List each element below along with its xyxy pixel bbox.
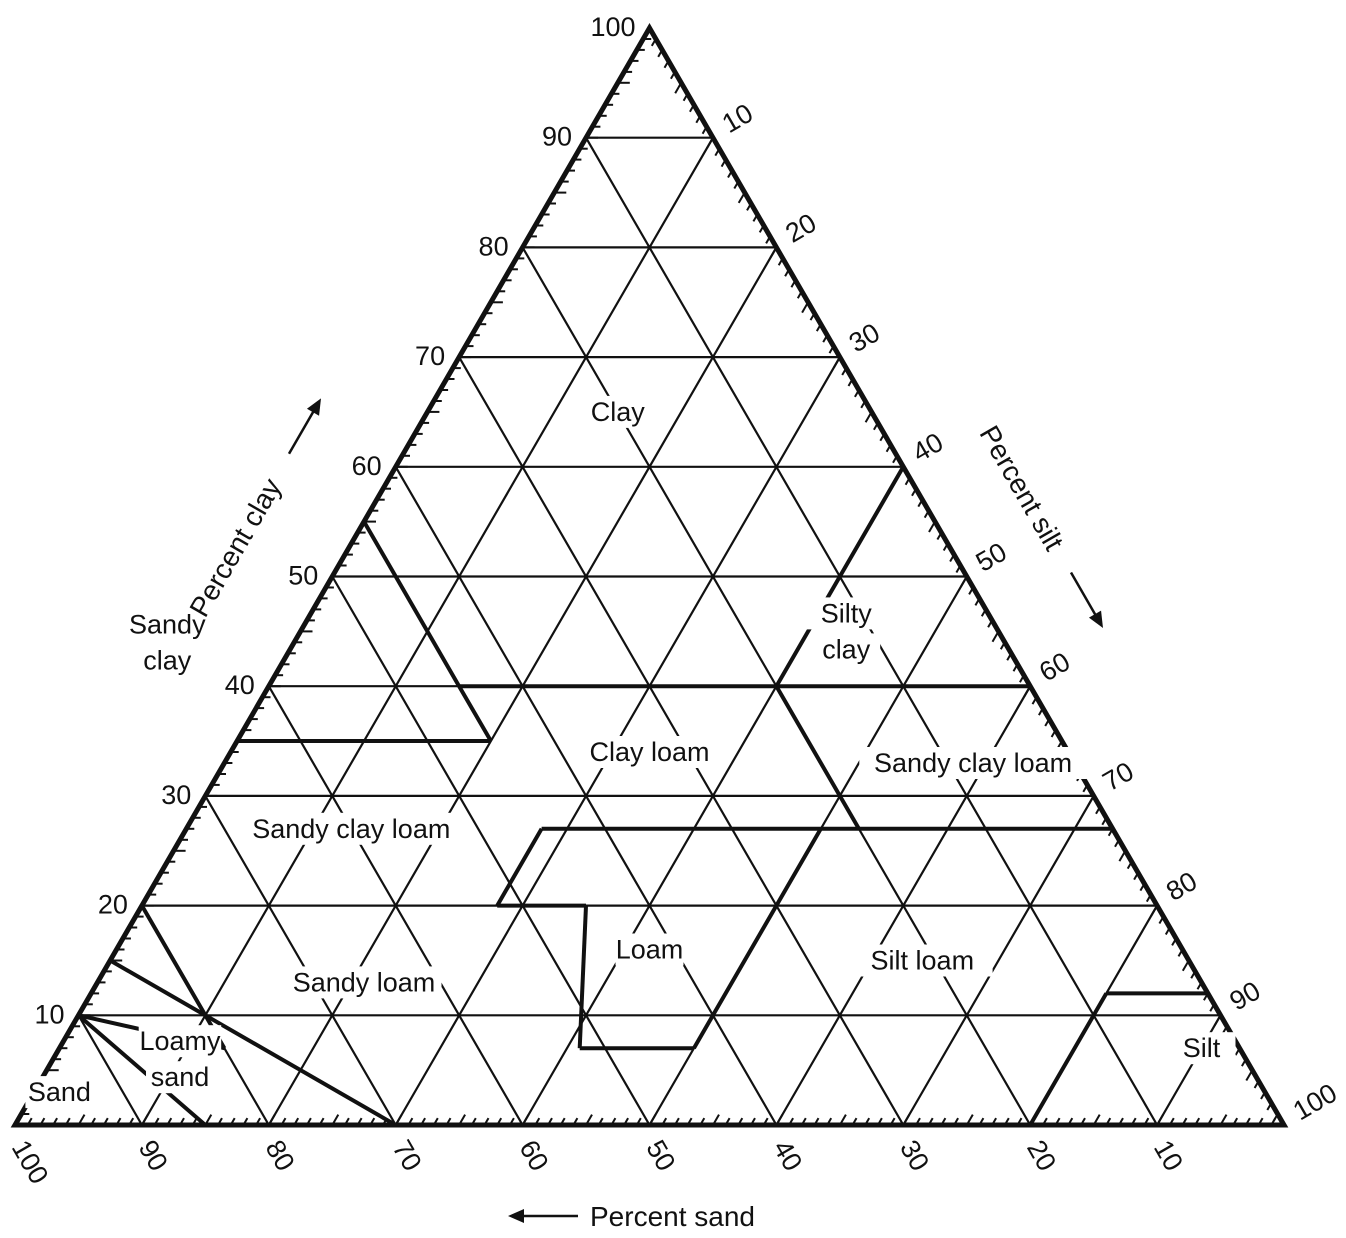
region-label-silt-loam: Silt loam — [871, 946, 975, 976]
clay-axis-title-text: Percent clay — [183, 473, 287, 622]
region-label-bg — [615, 933, 684, 966]
region-label-bg — [859, 747, 1087, 779]
sand-tick-label: 40 — [767, 1135, 808, 1176]
silt-axis-title: Percent silt — [974, 420, 1103, 628]
clay-tick-label: 50 — [288, 561, 318, 591]
class-boundary — [692, 827, 823, 1050]
clay-tick-label: 20 — [98, 890, 128, 920]
region-label-bg — [146, 1061, 214, 1094]
class-boundary — [109, 958, 397, 1127]
sand-tick-label: 50 — [640, 1135, 681, 1176]
region-label-bg — [25, 1076, 94, 1109]
grid-line — [902, 795, 1095, 1126]
grid-line — [585, 137, 1159, 1126]
silt-tick-label: 60 — [1034, 646, 1075, 687]
silt-tick-label: 80 — [1161, 866, 1202, 907]
silt-tick-label: 20 — [780, 208, 821, 249]
clay-tick-label: 60 — [352, 451, 382, 481]
silt-tick-label: 70 — [1098, 756, 1139, 797]
region-label-loamy-sand: sand — [151, 1062, 210, 1092]
region-label-bg — [583, 395, 652, 428]
class-boundary — [774, 685, 861, 830]
region-label-bg — [579, 736, 720, 768]
silt-tick-label: 90 — [1225, 975, 1266, 1016]
sand-tick-label: 60 — [513, 1135, 554, 1176]
region-label-bg — [812, 633, 881, 666]
sand-tick-label: 20 — [1021, 1135, 1062, 1176]
clay-tick-label: 30 — [161, 780, 191, 810]
sand-tick-label: 10 — [1148, 1135, 1189, 1176]
silt-axis-title-text: Percent silt — [974, 420, 1070, 556]
region-label-silt: Silt — [1183, 1033, 1221, 1063]
silt-tick-label: 50 — [971, 537, 1012, 578]
region-label-sandy-clay-loam-left: Sandy clay loam — [252, 814, 450, 844]
sand-tick-label: 30 — [894, 1135, 935, 1176]
class-boundary — [495, 827, 544, 907]
grid-line — [331, 575, 651, 1126]
clay-tick-label: 90 — [542, 122, 572, 152]
sand-tick-label: 90 — [133, 1135, 174, 1176]
region-label-loamy-sand: Loamy — [139, 1026, 221, 1056]
class-boundary — [1028, 992, 1109, 1127]
class-boundary — [140, 904, 227, 1050]
region-label-bg — [126, 608, 209, 641]
sand-tick-label: 70 — [387, 1135, 428, 1176]
clay-tick-label: 80 — [479, 231, 509, 261]
region-label-bg — [804, 597, 888, 630]
region-label-sand: Sand — [28, 1077, 91, 1107]
clay-tick-label: 40 — [225, 670, 255, 700]
region-label-sandy-clay: clay — [143, 645, 192, 675]
region-label-sandy-clay-loam-right: Sandy clay loam — [874, 748, 1072, 778]
region-label-bg — [138, 1025, 222, 1058]
region-label-clay: Clay — [591, 397, 646, 427]
region-label-silty-clay: Silty — [821, 598, 873, 628]
region-label-bg — [286, 966, 442, 999]
grid-line — [267, 685, 524, 1126]
silt-tick-label: 100 — [1288, 1078, 1342, 1127]
class-boundary — [77, 1013, 207, 1127]
region-label-loam: Loam — [616, 935, 684, 965]
sand-tick-label: 100 — [6, 1135, 55, 1189]
region-label-bg — [237, 812, 465, 845]
triangle-frame — [10, 23, 1289, 1128]
region-label-sandy-loam: Sandy loam — [293, 967, 436, 997]
sand-axis-title: Percent sand — [508, 1201, 755, 1232]
silt-tick-label: 40 — [907, 427, 948, 468]
grid-line — [77, 1014, 143, 1126]
clay-tick-label: 10 — [34, 999, 64, 1029]
grid-line — [204, 795, 397, 1126]
sand-tick-label: 80 — [260, 1135, 301, 1176]
region-label-silty-clay: clay — [822, 634, 871, 664]
region-label-bg — [852, 944, 993, 977]
sand-axis-title-text: Percent sand — [590, 1201, 755, 1232]
grid-line — [1156, 1014, 1222, 1126]
class-boundary — [577, 905, 588, 1049]
region-label-bg — [1167, 1032, 1236, 1065]
class-boundary — [774, 465, 906, 688]
clay-tick-label: 100 — [590, 12, 635, 42]
region-label-clay-loam: Clay loam — [589, 737, 709, 767]
grid-lines — [77, 136, 1222, 1126]
clay-tick-label: 70 — [415, 341, 445, 371]
silt-tick-label: 10 — [717, 98, 758, 139]
class-boundary — [457, 685, 493, 743]
region-label-bg — [133, 644, 202, 677]
silt-tick-label: 30 — [844, 317, 885, 358]
region-label-sandy-clay: Sandy — [129, 609, 206, 639]
class-boundary — [362, 520, 461, 688]
